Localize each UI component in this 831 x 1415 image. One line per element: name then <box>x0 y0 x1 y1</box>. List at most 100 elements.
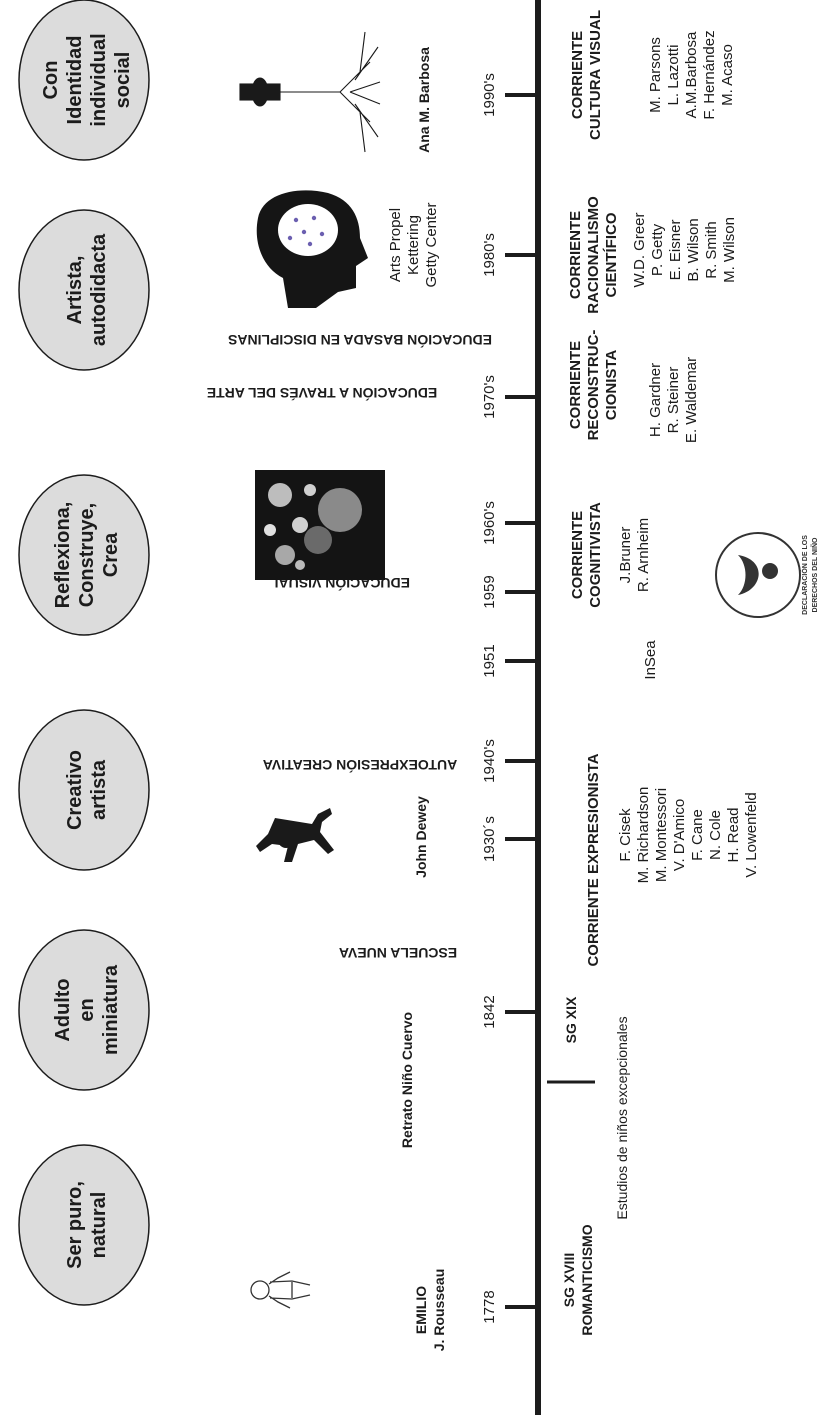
figure-dewey: John Dewey <box>413 796 429 878</box>
tree-figure-icon <box>239 31 381 153</box>
concept-ser-puro: Ser puro,natural <box>64 1181 110 1269</box>
concept-line: Adulto <box>52 978 74 1041</box>
concept-line: Identidad <box>64 36 86 125</box>
current-name: J.Bruner <box>617 527 634 584</box>
date-label: 1778 <box>481 1290 498 1323</box>
current-name: N. Cole <box>707 810 724 860</box>
concept-line: Artista, <box>64 256 86 325</box>
concept-line: Creativo <box>64 750 86 830</box>
movement-educacion-disciplinas: EDUCACIÓN BASADA EN DISCIPLINAS <box>228 332 492 349</box>
current-name: H. Gardner <box>647 363 664 437</box>
current-name: L. Lazotti <box>665 45 682 106</box>
svg-text:Reflexiona,Construye,Crea: Reflexiona,Construye,Crea <box>52 502 122 609</box>
concept-line: natural <box>88 1192 110 1259</box>
concept-line: individual <box>88 33 110 126</box>
concept-artista: Artista,autodidacta <box>64 233 110 346</box>
current-cultura-visual-title: CORRIENTECULTURA VISUAL <box>569 10 604 140</box>
child-outline-icon <box>250 1271 311 1309</box>
declaration-text: DECLARACIÓN DE LOS <box>800 535 809 615</box>
current-name: F. Cisek <box>617 808 634 862</box>
movement-autoexpresion: AUTOEXPRESIÓN CREATIVA <box>263 757 457 774</box>
studies-note: Estudios de niños excepcionales <box>614 1016 630 1219</box>
date-label: 1842 <box>481 995 498 1028</box>
concept-line: Ser puro, <box>64 1181 86 1269</box>
date-label: 1930´s <box>481 816 498 862</box>
current-name: F. Cane <box>689 809 706 861</box>
current-racionalismo-title: CORRIENTERACIONALISMOCIENTÍFICO <box>567 196 620 314</box>
current-name: V. D'Amico <box>671 799 688 871</box>
head-silhouette-icon <box>256 190 368 308</box>
concept-line: Con <box>40 61 62 100</box>
svg-text:Artista,autodidacta: Artista,autodidacta <box>64 233 110 346</box>
current-name: M. Parsons <box>647 37 664 113</box>
current-name: V. Lowenfeld <box>743 792 760 877</box>
current-name: F. Hernández <box>701 30 718 119</box>
figure-barbosa: Ana M. Barbosa <box>416 47 432 153</box>
current-name: W.D. Greer <box>631 212 648 287</box>
date-label: 1951 <box>481 644 498 677</box>
figure-retrato: Retrato Niño Cuervo <box>399 1012 415 1148</box>
current-reconstruccionista-title: CORRIENTERECONSTRUC-CIONISTA <box>567 330 620 441</box>
current-name: R. Smith <box>703 221 720 279</box>
head-bubbles-image <box>255 470 385 580</box>
current-name: M. Montessori <box>653 788 670 882</box>
date-label: 1940's <box>481 739 498 783</box>
concept-line: Construye, <box>76 503 98 607</box>
current-cognitivista-title: CORRIENTECOGNITIVISTA <box>569 502 604 608</box>
movement-educacion-arte: EDUCACIÓN A TRAVÉS DEL ARTE <box>207 385 438 402</box>
current-name: P. Getty <box>649 223 666 276</box>
current-expresionista-names: F. Cisek M. Richardson M. Montessori V. … <box>617 787 760 884</box>
concept-line: autodidacta <box>88 233 110 346</box>
svg-text:CORRIENTECULTURA VISUAL: CORRIENTECULTURA VISUAL <box>569 10 604 140</box>
declaration-logo-icon: DECLARACIÓN DE LOS DERECHOS DEL NIÑO <box>715 532 819 618</box>
svg-text:Ser puro,natural: Ser puro,natural <box>64 1181 110 1269</box>
concept-line: miniatura <box>100 964 122 1055</box>
svg-text:CORRIENTERECONSTRUC-CIONISTA: CORRIENTERECONSTRUC-CIONISTA <box>567 330 620 441</box>
current-name: A.M.Barbosa <box>683 31 700 118</box>
svg-text:CORRIENTECOGNITIVISTA: CORRIENTECOGNITIVISTA <box>569 502 604 608</box>
current-name: M. Wilson <box>721 217 738 283</box>
date-ticks <box>505 93 538 1309</box>
concept-line: Reflexiona, <box>52 502 74 609</box>
dancing-figure-icon <box>256 808 334 862</box>
current-name: E. Eisner <box>667 220 684 281</box>
concept-ellipses <box>18 0 150 1306</box>
era-sg-xix: SG XIX <box>563 996 579 1043</box>
current-name: R. Arnheim <box>635 518 652 592</box>
current-name: M. Acaso <box>719 44 736 106</box>
svg-text:Arts PropelKetteringGetty Cent: Arts PropelKetteringGetty Center <box>387 202 440 287</box>
movement-escuela-nueva: ESCUELA NUEVA <box>339 945 457 961</box>
current-expresionista-title: CORRIENTE EXPRESIONISTA <box>585 753 602 966</box>
date-labels: 1778 1842 1930´s 1940's 1951 1959 1960's… <box>481 73 498 1324</box>
concept-line: Crea <box>100 532 122 577</box>
current-name: E. Waldemar <box>683 357 700 443</box>
date-label: 1960's <box>481 501 498 545</box>
current-name: M. Richardson <box>635 787 652 884</box>
current-name: R. Steiner <box>665 367 682 434</box>
date-label: 1959 <box>481 575 498 608</box>
concept-line: artista <box>88 759 110 820</box>
date-label: 1970's <box>481 375 498 419</box>
date-label: 1980's <box>481 233 498 277</box>
concept-line: social <box>112 52 134 109</box>
concept-line: en <box>76 998 98 1021</box>
figure-arts-propel: Arts PropelKetteringGetty Center <box>387 202 440 287</box>
current-name: B. Wilson <box>685 218 702 281</box>
current-name: H. Read <box>725 807 742 862</box>
svg-text:CORRIENTERACIONALISMOCIENTÍFIC: CORRIENTERACIONALISMOCIENTÍFICO <box>567 196 620 314</box>
concept-reflexiona: Reflexiona,Construye,Crea <box>52 502 122 609</box>
date-label: 1990's <box>481 73 498 117</box>
insea-label: InSea <box>642 640 659 680</box>
declaration-text: DERECHOS DEL NIÑO <box>810 537 819 612</box>
